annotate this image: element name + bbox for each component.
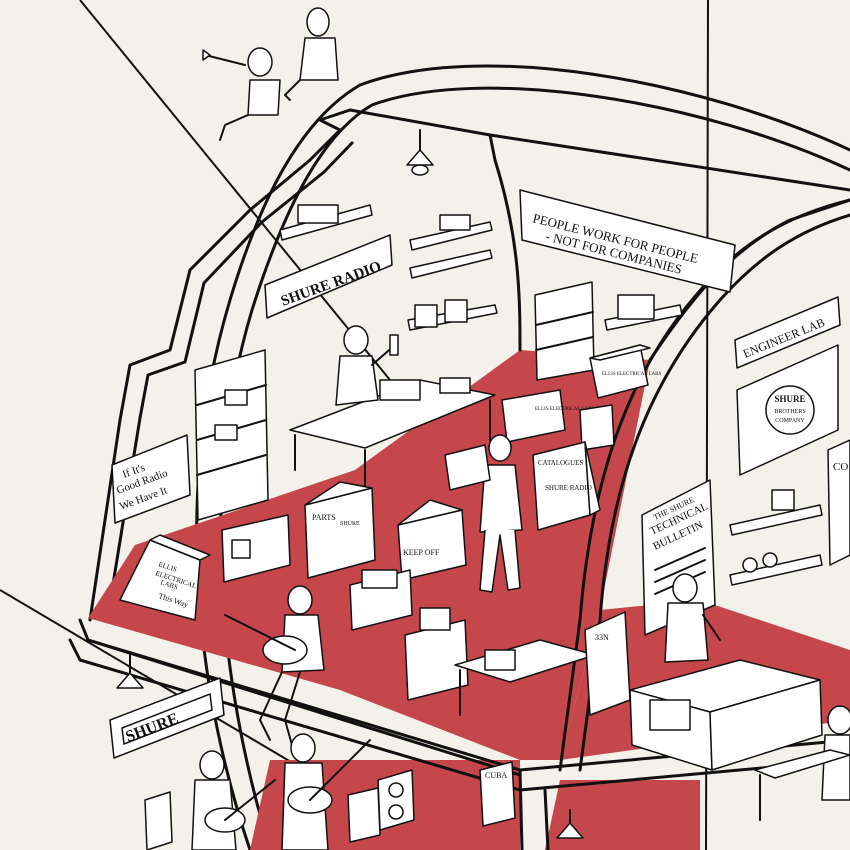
side-table-lower: [454, 639, 596, 716]
logo-shure: SHURE: [774, 394, 805, 404]
box-keep-off: KEEP OFF: [397, 499, 467, 581]
pendant-lamp-1: [406, 129, 434, 176]
shure-brothers-logo-board: SHURE BROTHERS COMPANY: [736, 344, 839, 476]
technical-bulletin-board: THE SHURE TECHNICAL BULLETIN: [641, 479, 716, 636]
lower-floor-right: [545, 780, 700, 850]
people-work-sign: PEOPLE WORK FOR PEOPLE - NOT FOR COMPANI…: [519, 189, 736, 293]
lower-wall-frame: [144, 791, 173, 850]
cash-register-stand: [404, 607, 469, 701]
cuba-poster: CUBA: [479, 761, 516, 827]
engineer-counter: [629, 659, 823, 771]
shure-lower-sign: SHURE: [109, 677, 225, 759]
box-shure-label: SHURE: [340, 521, 360, 527]
engineer-man: [664, 573, 721, 663]
speaker-stack: [347, 769, 415, 843]
box-ellis-3: [579, 404, 615, 451]
cuba-label: CUBA: [485, 771, 507, 780]
good-radio-sign: If It's Good Radio We Have It: [111, 434, 191, 524]
right-worker: [754, 705, 850, 821]
box-parts-label: PARTS: [312, 513, 336, 522]
ellis-sandwich-sign: ELLIS ELECTRICAL LABS This Way: [119, 534, 211, 621]
rooftop-musicians: [202, 7, 339, 141]
pendant-lamp-3: [556, 809, 584, 839]
partial-sign-text: CO MIC: [833, 461, 850, 473]
box-ellis-1: ELLIS ELECTRICAL LABS: [589, 344, 661, 399]
pendant-lamp-2: [116, 654, 144, 689]
box-ellis-1-label: ELLIS ELECTRICAL LABS: [602, 372, 661, 377]
box-ellis-2: ELLIS ELECTRICAL LABS: [501, 389, 594, 443]
logo-company: COMPANY: [775, 418, 805, 424]
logo-brothers: BROTHERS: [774, 409, 805, 415]
catalogues-label: CATALOGUES: [538, 459, 583, 467]
lower-guitarist-left: [191, 750, 276, 850]
lower-wall-divider: [518, 768, 550, 850]
box-ellis-2-label: ELLIS ELECTRICAL LABS: [535, 407, 594, 412]
box-parts: PARTS SHURE: [304, 481, 376, 579]
guitarist-upper: [224, 585, 325, 746]
seated-man: [335, 325, 399, 406]
box-floor-center: [349, 569, 413, 631]
standing-man-with-box: [444, 434, 523, 593]
bookshelf: [194, 349, 269, 521]
partial-right-sign: CO MIC: [827, 439, 850, 566]
catalogue-board: CATALOGUES SHURE RADIO: [532, 441, 601, 531]
workbench-desk: [289, 377, 496, 491]
catalogue-board-label: SHURE RADIO: [545, 484, 592, 492]
box-small-left: [221, 514, 291, 583]
lower-guitarist-right: [281, 733, 371, 850]
poster-33n-label: 33N: [595, 633, 609, 642]
wall-shelves-left: [279, 204, 498, 331]
box-keep-off-label: KEEP OFF: [403, 548, 440, 557]
engineer-shelves: [729, 489, 823, 586]
poster-33n: 33N: [584, 611, 631, 716]
cabinet-right: [534, 281, 683, 381]
